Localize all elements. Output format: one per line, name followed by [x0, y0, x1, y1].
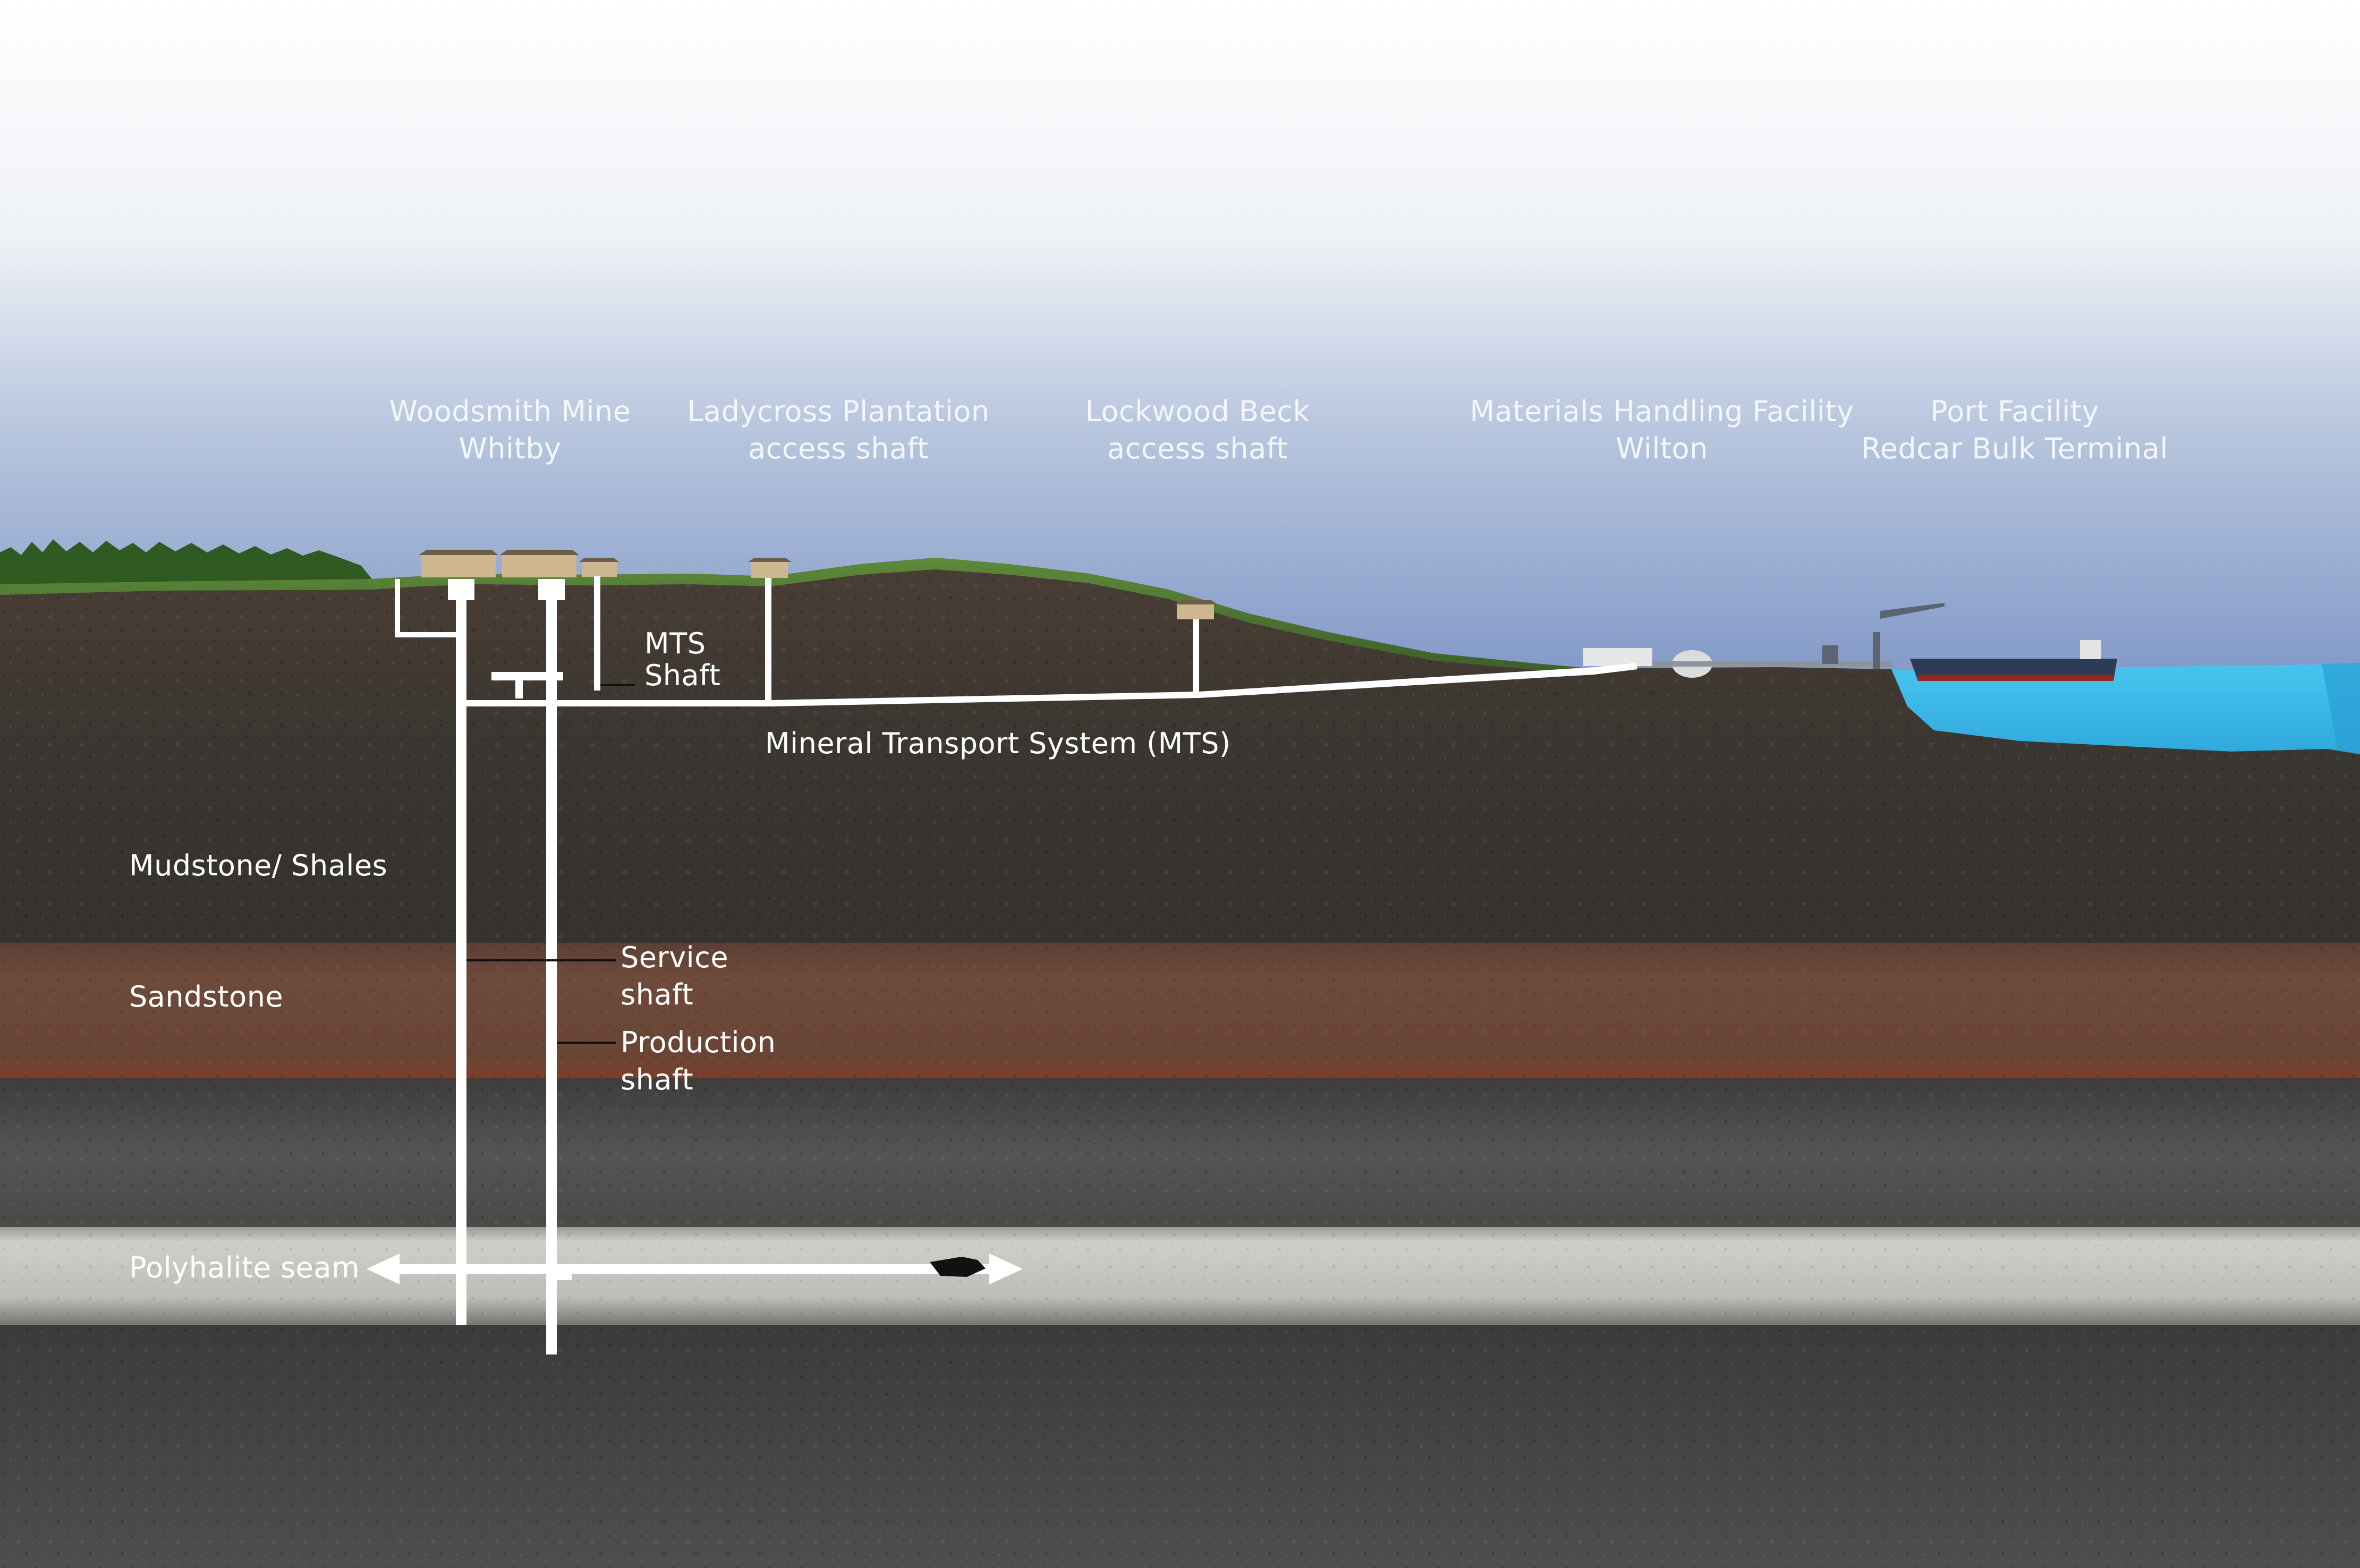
site-label-line: Ladycross Plantation	[687, 395, 990, 428]
production-shaft-line	[546, 579, 557, 1354]
site-label-lockwood: Lockwood Beck access shaft	[1085, 393, 1310, 467]
site-label-materials-handling: Materials Handling Facility Wilton	[1470, 393, 1854, 467]
lockwood-shaft-line	[1193, 619, 1199, 694]
service-shaft-label-line: shaft	[621, 978, 694, 1011]
mts-shaft-label-line: MTS	[644, 627, 706, 660]
mudstone-label: Mudstone/ Shales	[129, 849, 388, 882]
leader-lines	[466, 684, 635, 1044]
site-label-line: Port Facility	[1930, 395, 2099, 428]
cargo-ship	[1910, 640, 2117, 681]
site-label-line: Whitby	[459, 432, 562, 465]
production-shaft-label-line: shaft	[621, 1063, 694, 1096]
production-shaft-label-line: Production	[621, 1026, 776, 1059]
seam-arrow-left	[367, 1254, 400, 1284]
sea-shade	[2322, 663, 2360, 754]
ladycross-shaft-line	[765, 578, 771, 700]
port-crane	[1822, 603, 1945, 669]
woodsmith-mine-buildings	[419, 550, 619, 577]
site-label-line: access shaft	[748, 432, 929, 465]
continuous-miner-machine	[930, 1257, 986, 1277]
service-shaft-head	[448, 579, 474, 600]
mts-tunnel	[462, 663, 1637, 706]
production-shaft-label: Production shaft	[621, 1024, 776, 1098]
sandstone-label: Sandstone	[129, 980, 284, 1013]
shaft-system	[393, 576, 1199, 1354]
site-label-line: Woodsmith Mine	[389, 395, 631, 428]
service-shaft-label-line: Service	[621, 941, 729, 974]
mts-shaft-line	[594, 576, 600, 691]
mudstone-texture	[0, 558, 2360, 945]
service-shaft-line	[456, 579, 466, 1325]
tree-line	[0, 539, 372, 584]
service-shaft-label: Service shaft	[621, 939, 728, 1013]
site-label-line: Lockwood Beck	[1085, 395, 1310, 428]
mts-label: Mineral Transport System (MTS)	[765, 727, 1231, 760]
production-shaft-head	[538, 579, 565, 600]
site-label-ladycross: Ladycross Plantation access shaft	[687, 393, 989, 467]
seam-arrow-right	[989, 1254, 1023, 1284]
mts-shaft-label-line: Shaft	[644, 659, 721, 692]
lockwood-building	[1174, 600, 1218, 619]
polyhalite-seam-label: Polyhalite seam	[129, 1251, 360, 1284]
site-label-line: Materials Handling Facility	[1470, 395, 1854, 428]
site-label-port-facility: Port Facility Redcar Bulk Terminal	[1861, 393, 2168, 467]
sky	[0, 0, 2360, 691]
ladycross-building	[748, 558, 792, 578]
site-label-line: access shaft	[1107, 432, 1288, 465]
sea	[1891, 664, 2360, 754]
mts-shaft-label: MTS Shaft	[644, 628, 720, 692]
seam-tunnel	[393, 1264, 994, 1274]
site-label-line: Redcar Bulk Terminal	[1861, 432, 2168, 465]
site-label-line: Wilton	[1616, 432, 1708, 465]
site-label-woodsmith: Woodsmith Mine Whitby	[389, 393, 631, 467]
materials-handling-facility-building	[1583, 648, 1891, 678]
